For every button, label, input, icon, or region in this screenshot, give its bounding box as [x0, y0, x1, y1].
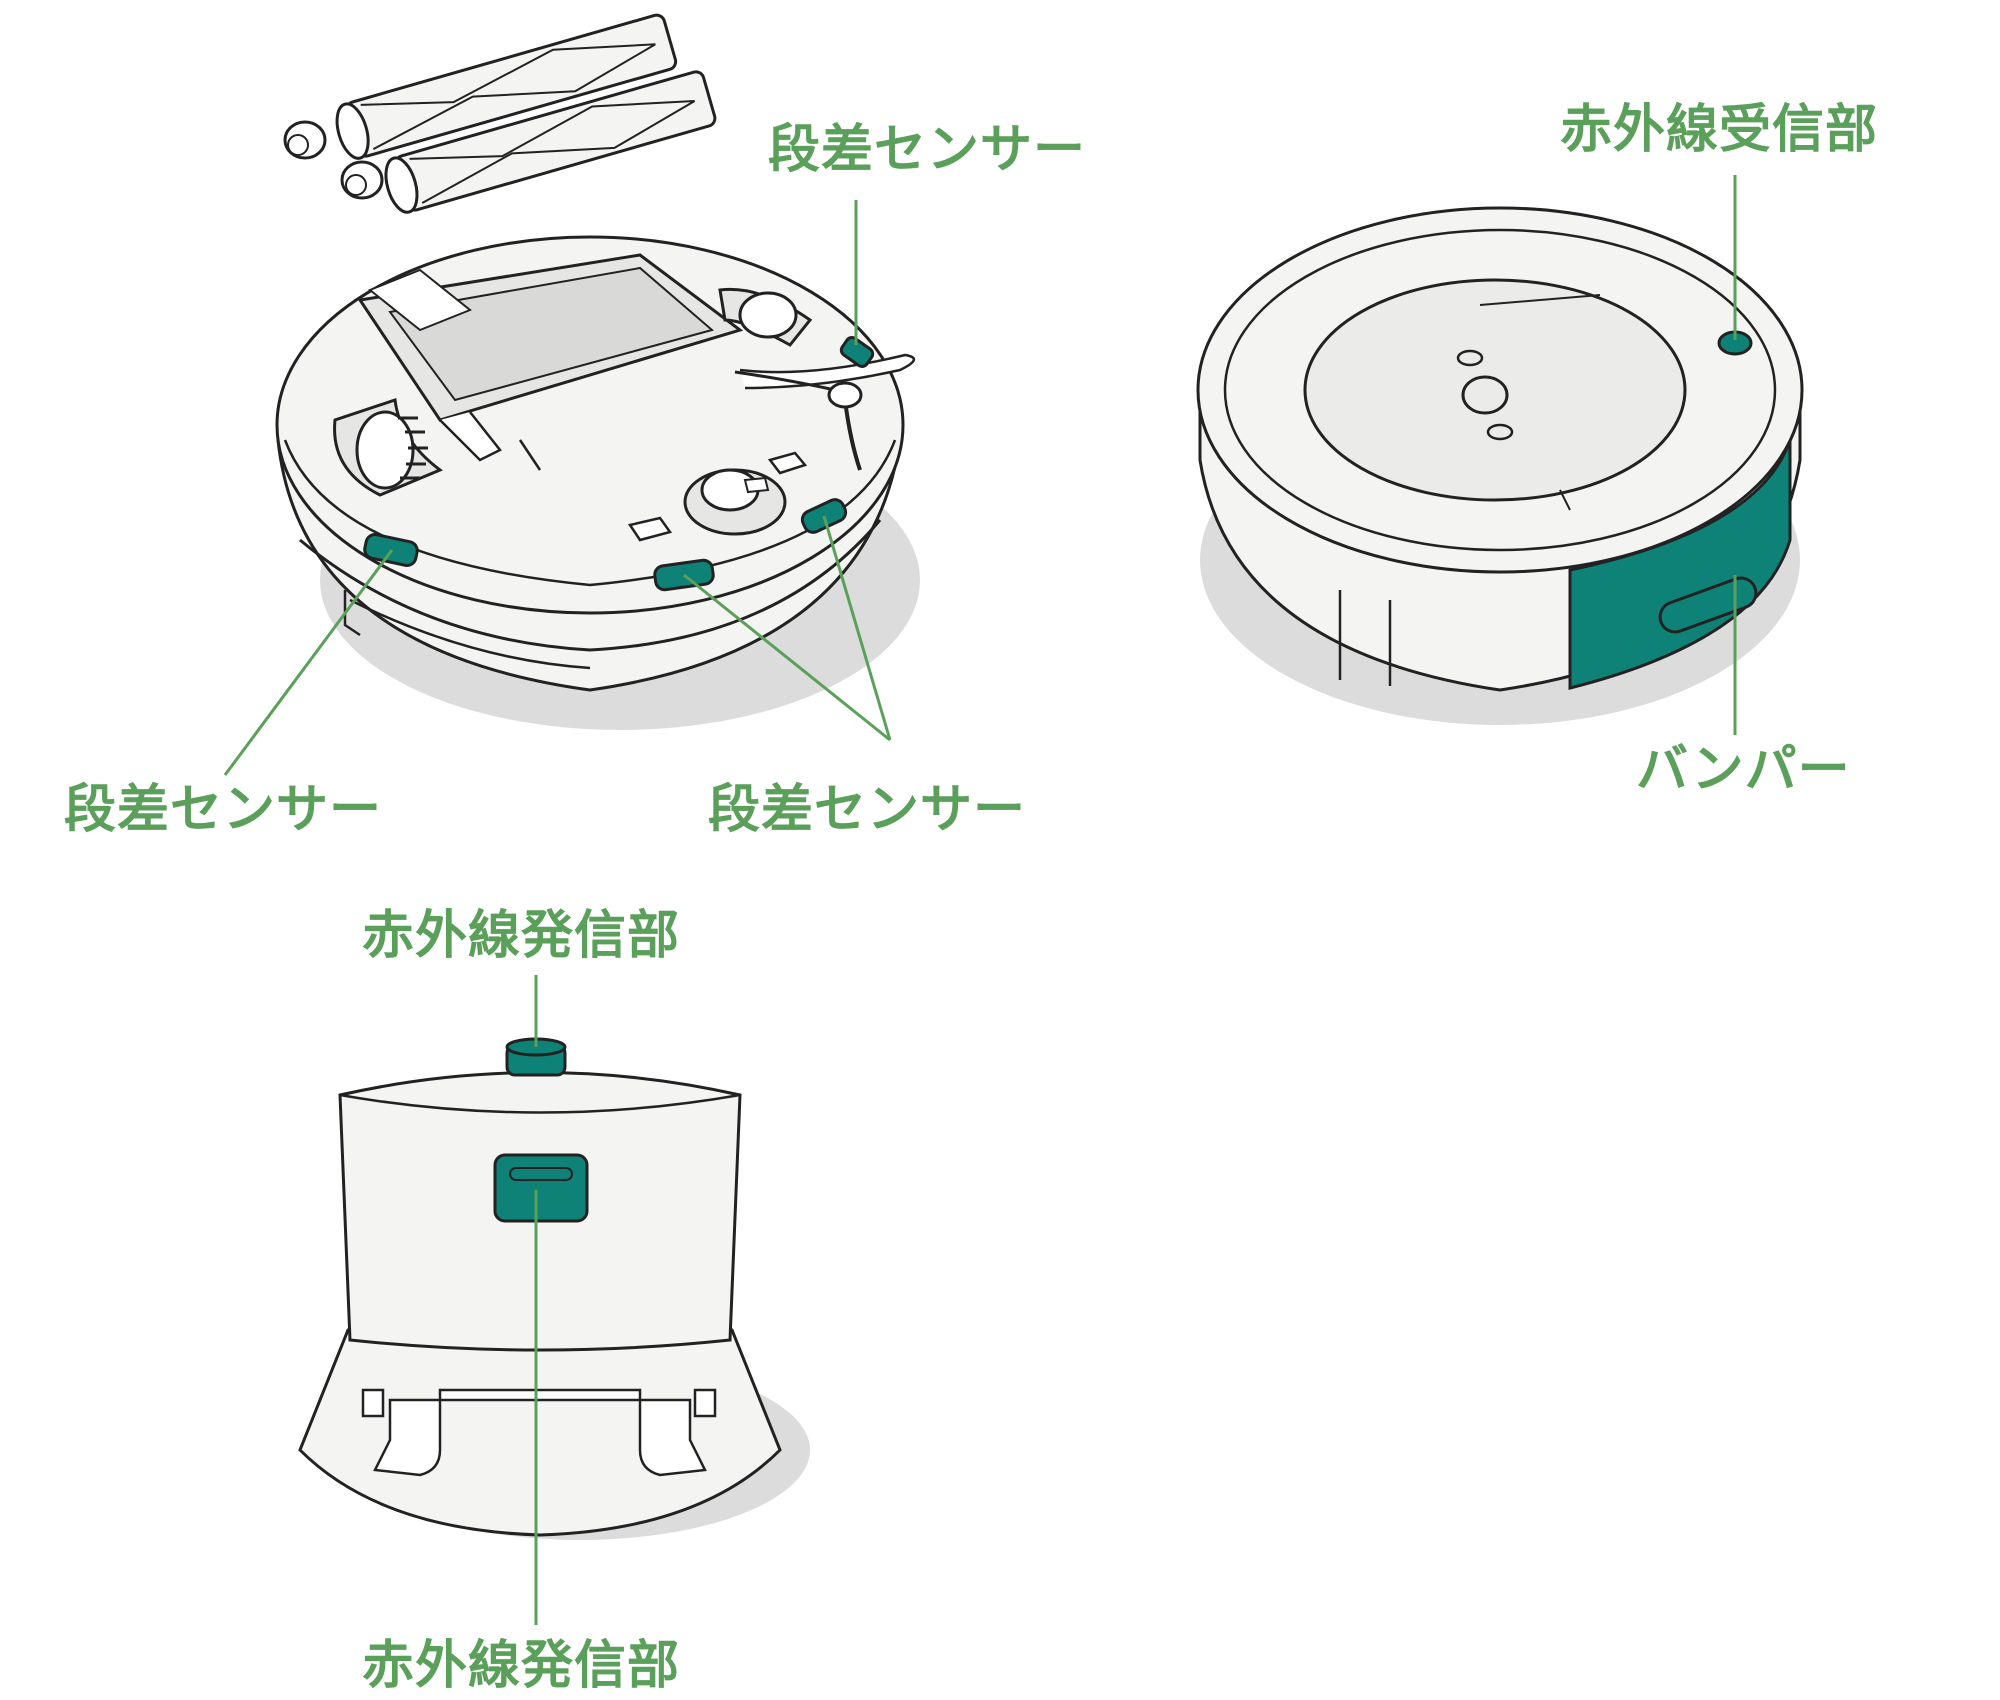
robot-top — [1196, 206, 1804, 725]
label-cliff-sensor-top: 段差センサー — [768, 120, 1087, 180]
right-wheel — [718, 287, 813, 347]
home-base — [298, 1037, 810, 1540]
side-brush — [734, 353, 915, 471]
home-base-platform — [298, 1328, 782, 1537]
label-cliff-sensor-left: 段差センサー — [64, 780, 383, 840]
left-wheel — [333, 397, 443, 497]
label-bumper: バンパー — [1636, 740, 1851, 800]
brush-rollers — [283, 13, 717, 214]
caster-wheel — [683, 468, 787, 536]
leader-cliff-right-a — [683, 573, 891, 742]
clean-button — [1461, 375, 1509, 415]
label-ir-receiver: 赤外線受信部 — [1560, 100, 1879, 160]
leader-lines — [223, 175, 1737, 1625]
robot-top-center-panel — [1303, 278, 1687, 502]
cliff-sensor-top — [839, 336, 875, 368]
leader-cliff-left — [223, 549, 394, 776]
label-ir-emitter-bottom: 赤外線発信部 — [362, 1636, 681, 1696]
roller-end-caps — [283, 120, 384, 200]
leader-cliff-right-b — [822, 515, 892, 741]
robot-underside — [275, 235, 920, 730]
ir-emitter-front — [493, 1153, 589, 1223]
label-cliff-sensor-right: 段差センサー — [708, 780, 1027, 840]
label-ir-emitter-top: 赤外線発信部 — [362, 906, 681, 966]
